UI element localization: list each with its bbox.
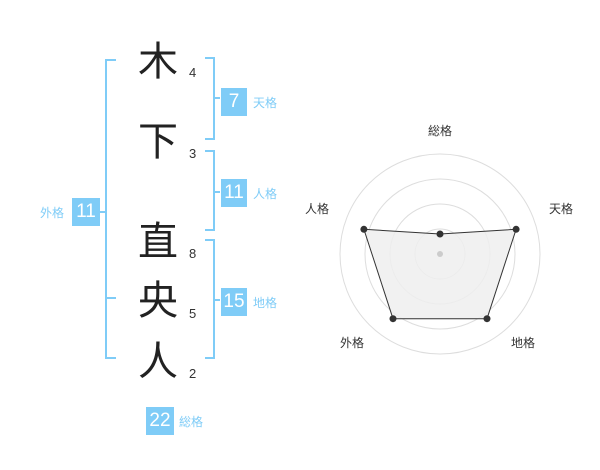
stroke-count-3: 8 xyxy=(189,246,197,261)
radar-point-4 xyxy=(389,315,397,323)
tenkaku-label: 天格 xyxy=(253,96,278,110)
radar-ring-3 xyxy=(364,178,516,330)
radar-svg xyxy=(339,153,541,355)
chikaku-label: 地格 xyxy=(253,296,278,310)
radar-label-tenkaku: 天格 xyxy=(549,202,574,216)
tenkaku-bracket xyxy=(205,57,220,140)
stroke-count-5: 2 xyxy=(189,366,197,381)
radar-label-soukaku: 総格 xyxy=(428,124,453,138)
tenkaku-value: 7 xyxy=(221,88,247,116)
radar-center xyxy=(437,251,443,257)
name-char-4: 央 xyxy=(138,278,178,324)
radar-area xyxy=(363,228,517,320)
gaikaku-value: 11 xyxy=(72,198,100,226)
chikaku-value: 15 xyxy=(221,288,247,316)
radar-label-gaikaku: 外格 xyxy=(340,336,365,350)
name-char-3: 直 xyxy=(138,219,178,265)
name-char-2: 下 xyxy=(138,119,178,165)
radar-ring-4 xyxy=(339,153,541,355)
radar-point-2 xyxy=(512,225,520,233)
name-char-1: 木 xyxy=(138,39,178,85)
stroke-count-4: 5 xyxy=(189,306,197,321)
radar-point-1 xyxy=(436,230,444,238)
chikaku-bracket xyxy=(205,239,220,359)
name-char-5: 人 xyxy=(138,339,178,385)
radar-point-5 xyxy=(360,225,368,233)
stroke-count-1: 4 xyxy=(189,65,197,80)
gaikaku-bracket xyxy=(100,59,116,359)
jinkaku-label: 人格 xyxy=(253,187,278,201)
jinkaku-value: 11 xyxy=(221,179,247,207)
gaikaku-label: 外格 xyxy=(40,206,65,220)
stroke-count-2: 3 xyxy=(189,146,197,161)
radar-label-chikaku: 地格 xyxy=(511,336,536,350)
jinkaku-bracket xyxy=(205,150,220,231)
radar-label-jinkaku: 人格 xyxy=(305,202,330,216)
soukaku-label: 総格 xyxy=(179,415,204,429)
radar-point-3 xyxy=(483,315,491,323)
soukaku-value: 22 xyxy=(146,407,174,435)
